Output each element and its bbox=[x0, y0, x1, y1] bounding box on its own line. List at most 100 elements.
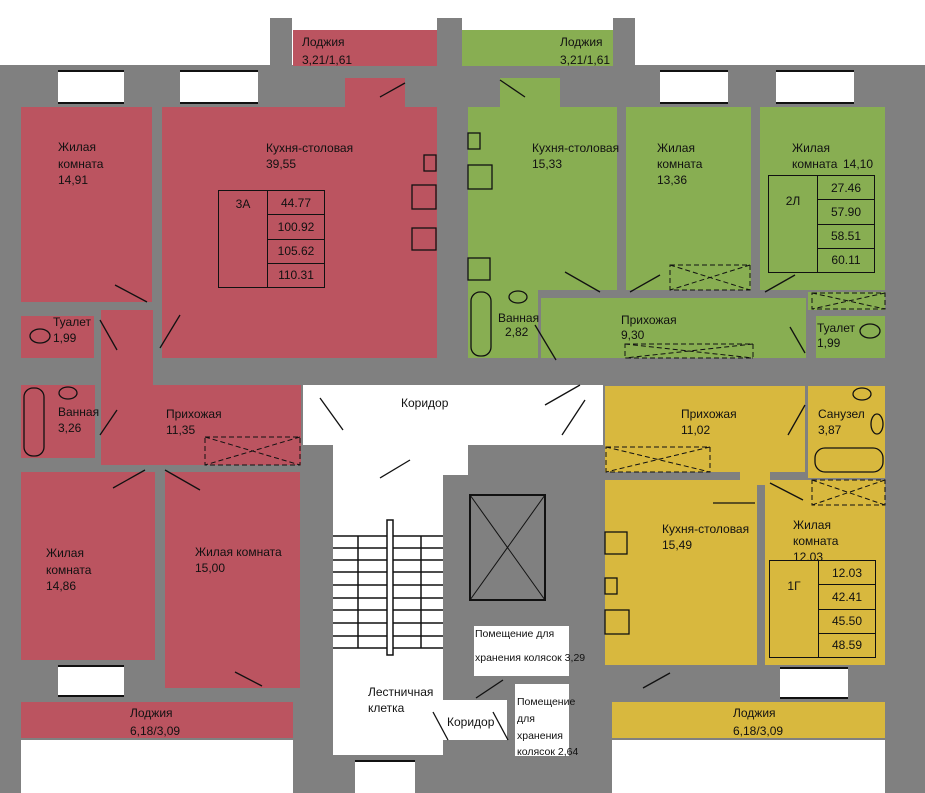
room-toilet-3a bbox=[21, 316, 94, 358]
window bbox=[660, 70, 728, 104]
room-name: Ванная bbox=[498, 311, 540, 325]
room-area: 14,86 bbox=[46, 579, 77, 593]
room-area: 15,00 bbox=[195, 561, 226, 575]
loggia-2l bbox=[462, 30, 613, 66]
stove-icon bbox=[604, 609, 630, 635]
bathtub-icon bbox=[470, 291, 492, 357]
room-name: Санузел bbox=[818, 407, 865, 421]
room-area: 15,49 bbox=[662, 538, 693, 552]
room-area: 3,21/1,61 bbox=[560, 53, 611, 67]
staircase bbox=[333, 519, 443, 656]
room-name: Лоджия bbox=[130, 706, 173, 720]
storage-label: хранения bbox=[517, 730, 563, 742]
room-name: комната bbox=[792, 157, 838, 171]
apartment-summary-table: 3А 44.77 100.92 105.62 110.31 bbox=[218, 190, 325, 288]
room-name: Кухня-столовая bbox=[532, 141, 620, 155]
elevator-shaft bbox=[469, 494, 546, 601]
fixtures bbox=[23, 132, 884, 635]
room-name: комната bbox=[657, 157, 703, 171]
window bbox=[58, 665, 124, 697]
room-kitchen-15-33 bbox=[468, 107, 617, 290]
room-area: 3,87 bbox=[818, 423, 842, 437]
wall-pillar bbox=[613, 18, 635, 68]
loggia-3a-top bbox=[293, 30, 437, 66]
kitchen-sink-icon bbox=[411, 227, 437, 251]
total-area-full: 60.11 bbox=[831, 253, 861, 268]
room-name: Туалет bbox=[817, 321, 855, 335]
hall-passage bbox=[740, 440, 770, 485]
apartment-code: 2Л bbox=[769, 176, 818, 272]
living-area: 44.77 bbox=[268, 191, 324, 216]
loggia-3a-bottom bbox=[21, 702, 293, 738]
room-bath-2-82 bbox=[468, 290, 538, 358]
sink-icon bbox=[508, 290, 528, 304]
kitchen-sink-icon bbox=[467, 257, 491, 281]
room-area: 6,18/3,09 bbox=[733, 724, 784, 738]
room-kitchen-15-49 bbox=[605, 480, 757, 665]
total-area-with-loggia: 105.62 bbox=[268, 240, 324, 264]
window bbox=[58, 70, 124, 104]
room-area: 3,21/1,61 bbox=[302, 53, 353, 67]
room-name: Лоджия bbox=[560, 35, 603, 49]
apartment-summary-table: 1Г 12.03 42.41 45.50 48.59 bbox=[769, 560, 876, 658]
room-name: Жилая bbox=[657, 141, 695, 155]
room-name: Жилая bbox=[792, 141, 830, 155]
kitchen-sink-icon bbox=[604, 531, 628, 555]
room-living-14-10 bbox=[760, 107, 885, 290]
room-name: комната bbox=[58, 157, 104, 171]
room-area: 14,10 bbox=[843, 157, 874, 171]
room-hall-11-02 bbox=[605, 386, 805, 472]
room-area: 39,55 bbox=[266, 157, 297, 171]
room-area: 6,18/3,09 bbox=[130, 724, 181, 738]
room-name: Жилая bbox=[46, 546, 84, 560]
loggia-1g bbox=[612, 702, 885, 738]
total-area: 57.90 bbox=[818, 200, 874, 225]
total-area-with-loggia: 58.51 bbox=[818, 225, 874, 249]
room-name: Жилая bbox=[58, 140, 96, 154]
apartment-summary-table: 2Л 27.46 57.90 58.51 60.11 bbox=[768, 175, 875, 273]
room-name: Лоджия bbox=[302, 35, 345, 49]
window bbox=[780, 667, 848, 699]
living-area: 12.03 bbox=[819, 561, 875, 586]
sink-icon bbox=[870, 413, 884, 435]
room-hall-11-35 bbox=[101, 385, 301, 465]
room-area: 2,82 bbox=[505, 325, 529, 339]
hall-3a-upper bbox=[101, 310, 153, 390]
room-hall-9-30 bbox=[541, 298, 806, 358]
room-name: комната bbox=[793, 534, 839, 548]
storage-label: колясок 2,64 bbox=[517, 746, 579, 758]
outside bbox=[635, 0, 925, 65]
room-bath-3-26 bbox=[21, 385, 95, 458]
room-name: Кухня-столовая bbox=[266, 141, 354, 155]
room-area: 1,99 bbox=[817, 336, 841, 350]
total-area-full: 48.59 bbox=[831, 638, 863, 653]
toilet-icon bbox=[859, 323, 881, 339]
fridge-icon bbox=[423, 154, 437, 172]
room-living-15-00 bbox=[165, 472, 300, 688]
room-name: Туалет bbox=[53, 315, 91, 329]
storage-label: Помещение bbox=[517, 696, 576, 708]
stove-icon bbox=[411, 184, 437, 210]
room-name: Ванная bbox=[58, 405, 100, 419]
room-kitchen-39-55 bbox=[162, 107, 437, 358]
sink-icon bbox=[58, 386, 78, 400]
wall-pillar bbox=[270, 18, 292, 68]
stairwell-label: клетка bbox=[368, 701, 405, 715]
room-living-14-91 bbox=[21, 107, 152, 302]
total-area: 42.41 bbox=[819, 585, 875, 610]
room-name: Прихожая bbox=[166, 407, 222, 421]
outside bbox=[612, 740, 885, 793]
watermark-logo: ДомКлик bbox=[38, 735, 160, 765]
outside bbox=[21, 740, 293, 793]
total-area-full: 110.31 bbox=[278, 268, 314, 283]
storage-room-2-64 bbox=[515, 684, 569, 756]
storage-label: хранения колясок 3,29 bbox=[475, 652, 586, 664]
room-name: Прихожая bbox=[681, 407, 737, 421]
toilet-icon bbox=[852, 387, 872, 401]
storage-label: для bbox=[517, 713, 535, 725]
room-name: Прихожая bbox=[621, 313, 677, 327]
room-name: комната bbox=[46, 563, 92, 577]
entrance[interactable] bbox=[355, 760, 415, 793]
